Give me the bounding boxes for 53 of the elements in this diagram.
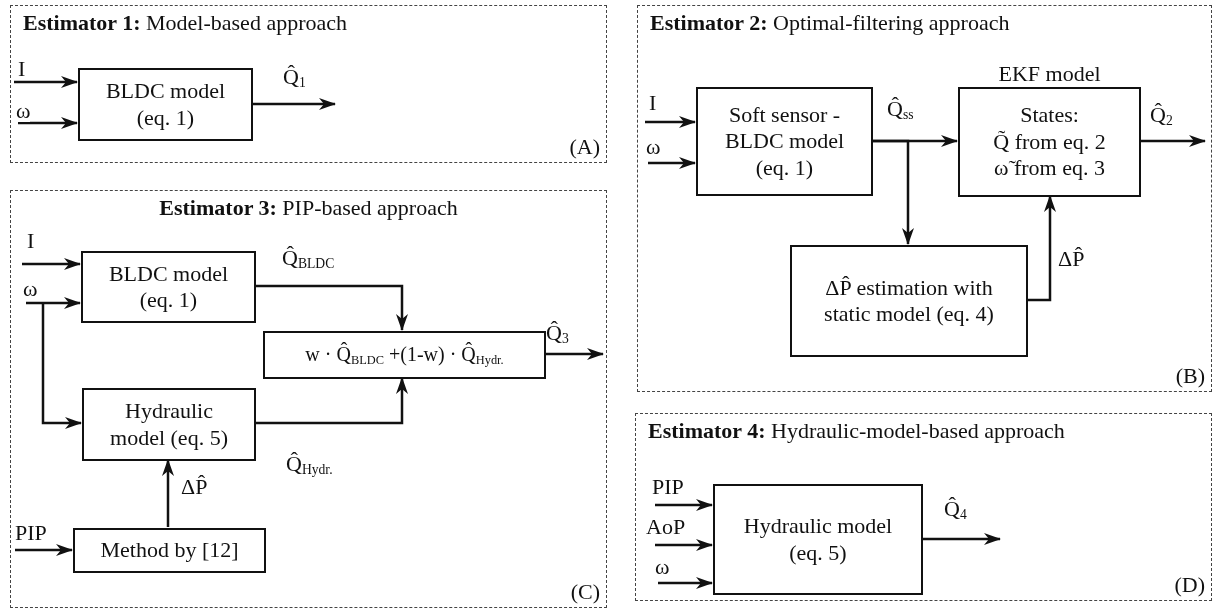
panel-heading: Estimator 1: Model-based approach bbox=[23, 10, 347, 36]
panel-tag: (C) bbox=[570, 579, 600, 605]
arrow bbox=[655, 539, 713, 551]
process-box bbox=[82, 388, 256, 461]
arrow bbox=[26, 297, 81, 309]
arrow bbox=[41, 303, 82, 429]
box-text: Q̃ from eq. 2 bbox=[993, 128, 1106, 156]
process-box bbox=[73, 528, 266, 573]
process-box bbox=[790, 245, 1028, 357]
arrow bbox=[22, 258, 81, 270]
arrow bbox=[18, 117, 78, 129]
box-text: BLDC model (eq. 1) bbox=[104, 78, 227, 131]
box-text: ΔP̂ estimation with static model (eq. 4) bbox=[823, 274, 995, 328]
box-text: BLDC model (eq. 1) bbox=[107, 260, 230, 314]
dashed-panel bbox=[637, 5, 1212, 392]
arrow bbox=[14, 76, 78, 88]
panel-heading: Estimator 4: Hydraulic-model-based approach bbox=[648, 418, 1065, 444]
arrow bbox=[922, 533, 1001, 545]
box-text: w · Q̂$_{BLDC}$ +(1-w) · Q̂$_{Hydr.}$ bbox=[305, 342, 504, 368]
dashed-panel bbox=[10, 190, 607, 608]
process-box bbox=[713, 484, 923, 595]
panel-tag: (B) bbox=[1175, 363, 1205, 389]
process-box bbox=[81, 251, 256, 323]
arrow bbox=[645, 116, 696, 128]
box-text: ω̃ from eq. 3 bbox=[994, 155, 1105, 182]
dashed-panel bbox=[10, 5, 607, 163]
dashed-panel bbox=[635, 413, 1212, 601]
box-text: States: bbox=[1020, 102, 1079, 129]
box-text: Method by [12] bbox=[100, 537, 239, 564]
panel-tag: (A) bbox=[569, 134, 600, 160]
arrow bbox=[1027, 195, 1056, 302]
arrow bbox=[15, 544, 73, 556]
arrow bbox=[255, 377, 408, 425]
arrow bbox=[252, 98, 336, 110]
arrow bbox=[648, 157, 696, 169]
arrow bbox=[655, 499, 713, 511]
box-heading: EKF model bbox=[997, 61, 1102, 87]
process-box bbox=[78, 68, 253, 141]
arrow bbox=[872, 139, 914, 245]
box-text: Hydraulic model (eq. 5) bbox=[109, 398, 229, 451]
panel-tag: (D) bbox=[1174, 572, 1205, 598]
process-box bbox=[696, 87, 873, 196]
arrow bbox=[255, 284, 408, 331]
panel-heading: Estimator 2: Optimal-filtering approach bbox=[650, 10, 1010, 36]
arrow bbox=[545, 348, 604, 360]
arrow bbox=[1140, 135, 1206, 147]
arrow bbox=[162, 459, 174, 527]
panel-heading: Estimator 3: PIP-based approach bbox=[158, 195, 459, 221]
box-text: Hydraulic model (eq. 5) bbox=[742, 513, 894, 566]
box-text: Soft sensor - BLDC model (eq. 1) bbox=[723, 101, 846, 182]
process-box bbox=[263, 331, 546, 379]
edge-label: Q̂$_{Hydr.}$ bbox=[286, 453, 333, 478]
arrow bbox=[658, 577, 713, 589]
